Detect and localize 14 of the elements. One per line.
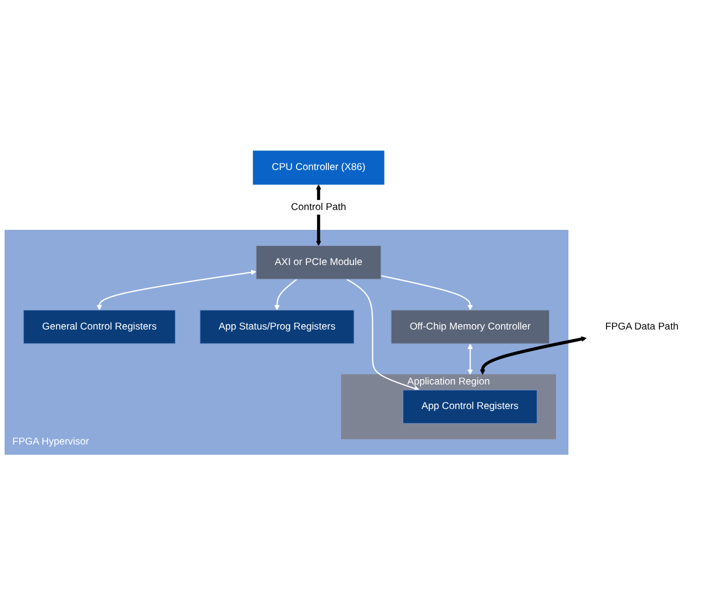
- arrow: [380, 275, 473, 311]
- arrow: [274, 278, 298, 311]
- node-text: FPGA Data Path: [605, 322, 678, 332]
- arrow: [96, 270, 256, 311]
- arrow: [480, 336, 587, 376]
- node-box: Off-Chip Memory Controller: [390, 310, 550, 344]
- node-box: AXI or PCIe Module: [256, 246, 382, 280]
- edge-label: Control Path: [291, 202, 346, 213]
- arrow: [467, 344, 473, 376]
- node-box: App Status/Prog Registers: [200, 310, 354, 344]
- node-box: App Control Registers: [402, 390, 538, 424]
- node-box: General Control Registers: [23, 310, 176, 344]
- arrow: [346, 278, 420, 392]
- node-box: CPU Controller (X86): [252, 150, 384, 185]
